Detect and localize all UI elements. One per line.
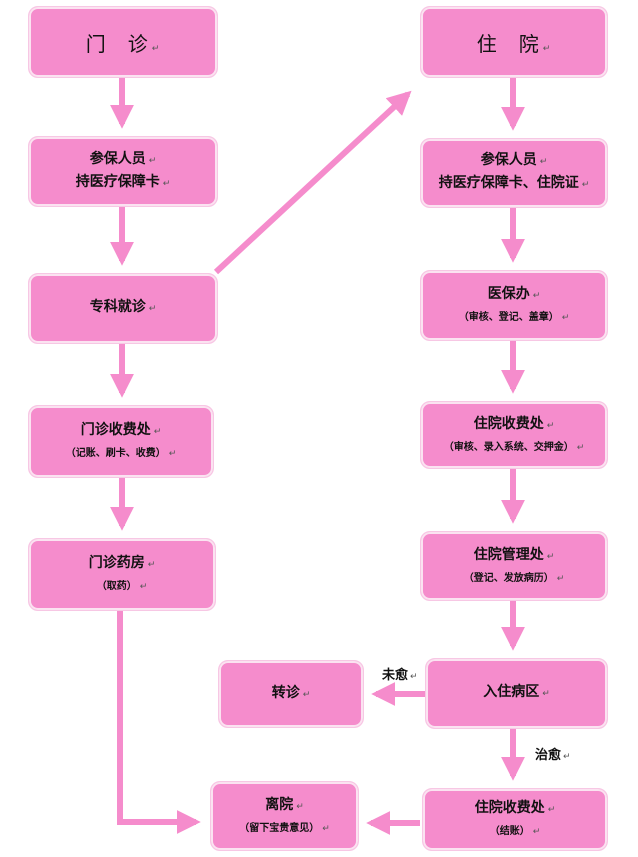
paragraph-mark: ↵ — [532, 827, 541, 837]
admission-ward-line1: 入住病区 — [483, 684, 540, 700]
inpatient-management-line2: （登记、发放病历） — [463, 572, 554, 584]
insurance-office-line2: （审核、登记、盖章） — [458, 312, 559, 323]
insured-inpatient-line1: 参保人员 — [480, 152, 537, 168]
outpatient-cashier-line2: （记账、刷卡、收费） — [65, 448, 166, 459]
outpatient-cashier-line1: 门诊收费处 — [80, 422, 151, 438]
paragraph-mark: ↵ — [168, 449, 177, 459]
cured-text: 治愈 — [535, 748, 562, 763]
paragraph-mark: ↵ — [410, 672, 418, 682]
paragraph-mark: ↵ — [546, 420, 555, 431]
inpatient-cashier-box: 住院收费处↵ （审核、录入系统、交押金）↵ — [420, 401, 608, 469]
insured-outpatient-line1: 参保人员 — [89, 150, 146, 167]
paragraph-mark: ↵ — [532, 291, 541, 301]
paragraph-mark: ↵ — [581, 180, 590, 190]
discharge-cashier-box: 住院收费处↵ （结账）↵ — [422, 788, 608, 851]
not-cured-text: 未愈 — [382, 668, 409, 683]
discharge-cashier-line1: 住院收费处 — [474, 800, 545, 816]
paragraph-mark: ↵ — [139, 582, 148, 592]
specialist-box: 专科就诊↵ — [28, 273, 218, 344]
inpatient-box: 住 院↵ — [420, 6, 608, 78]
outpatient-title: 门 诊 — [85, 31, 149, 56]
paragraph-mark: ↵ — [322, 823, 330, 834]
transfer-box: 转诊↵ — [218, 660, 364, 728]
discharge-line2: （留下宝贵意见） — [239, 822, 320, 834]
transfer-line1: 转诊 — [271, 684, 300, 701]
paragraph-mark: ↵ — [561, 313, 570, 323]
outpatient-box: 门 诊↵ — [28, 6, 218, 78]
paragraph-mark: ↵ — [576, 442, 585, 453]
paragraph-mark: ↵ — [147, 560, 156, 570]
paragraph-mark: ↵ — [302, 689, 311, 700]
outpatient-cashier-box: 门诊收费处↵ （记账、刷卡、收费）↵ — [28, 405, 214, 478]
paragraph-mark: ↵ — [542, 689, 550, 699]
inpatient-management-line1: 住院管理处 — [473, 546, 544, 563]
outpatient-pharmacy-line1: 门诊药房 — [88, 555, 145, 571]
paragraph-mark: ↵ — [151, 43, 161, 54]
discharge-cashier-line2: （结账） — [489, 826, 530, 837]
paragraph-mark: ↵ — [153, 427, 162, 437]
insured-inpatient-box: 参保人员↵ 持医疗保障卡、住院证↵ — [420, 138, 608, 208]
inpatient-title: 住 院 — [476, 31, 540, 56]
insurance-office-box: 医保办↵ （审核、登记、盖章）↵ — [420, 270, 608, 341]
edge-label-cured: 治愈↵ — [535, 744, 571, 763]
admission-ward-box: 入住病区↵ — [425, 658, 608, 729]
inpatient-cashier-line2: （审核、录入系统、交押金） — [443, 441, 574, 453]
insured-outpatient-box: 参保人员↵ 持医疗保障卡↵ — [28, 136, 218, 207]
arrow-pharmacy-to-discharge — [117, 611, 201, 834]
inpatient-cashier-line1: 住院收费处 — [473, 415, 544, 432]
inpatient-management-box: 住院管理处↵ （登记、发放病历）↵ — [420, 531, 608, 601]
arrow-specialist-to-inpatient — [213, 90, 412, 275]
paragraph-mark: ↵ — [547, 805, 556, 815]
outpatient-pharmacy-line2: （取药） — [96, 581, 137, 592]
discharge-box: 离院↵ （留下宝贵意见）↵ — [210, 781, 359, 851]
paragraph-mark: ↵ — [546, 551, 555, 562]
paragraph-mark: ↵ — [148, 304, 157, 314]
specialist-line1: 专科就诊 — [89, 299, 146, 315]
insurance-office-line1: 医保办 — [487, 286, 530, 302]
insured-inpatient-line2: 持医疗保障卡、住院证 — [438, 175, 579, 191]
insured-outpatient-line2: 持医疗保障卡 — [75, 173, 160, 190]
edge-label-not-cured: 未愈↵ — [382, 664, 418, 683]
paragraph-mark: ↵ — [563, 752, 571, 762]
paragraph-mark: ↵ — [162, 178, 171, 189]
paragraph-mark: ↵ — [539, 157, 548, 167]
discharge-line1: 离院 — [265, 796, 294, 813]
outpatient-pharmacy-box: 门诊药房↵ （取药）↵ — [28, 538, 216, 611]
paragraph-mark: ↵ — [542, 43, 552, 54]
paragraph-mark: ↵ — [556, 573, 565, 584]
paragraph-mark: ↵ — [296, 801, 304, 812]
paragraph-mark: ↵ — [148, 155, 157, 166]
